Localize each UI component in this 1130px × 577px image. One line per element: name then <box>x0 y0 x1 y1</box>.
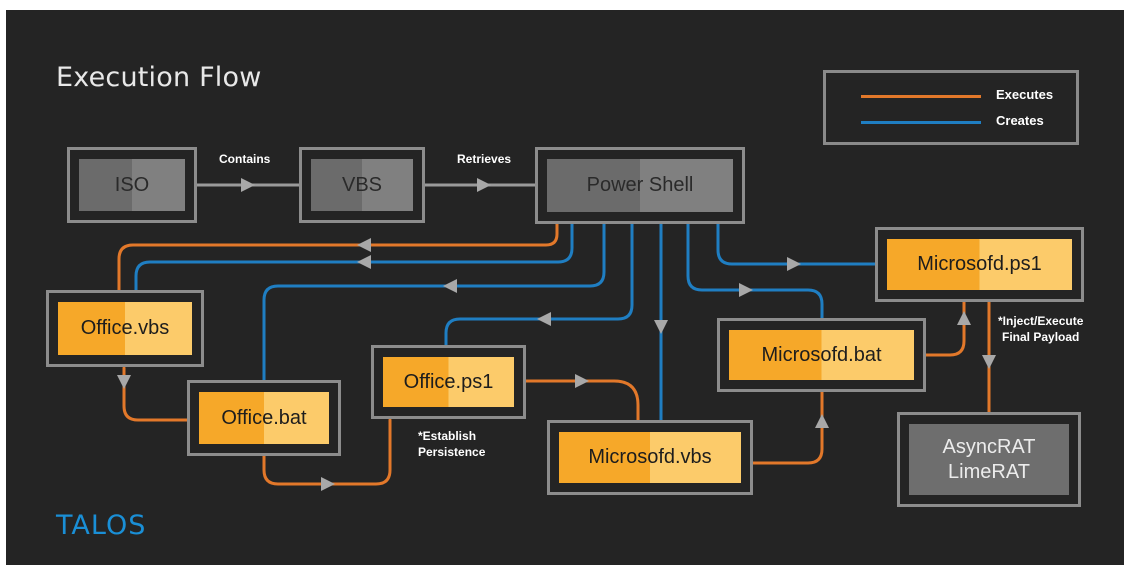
arrowhead <box>241 178 255 192</box>
node-office-vbs-label: Office.vbs <box>58 302 192 355</box>
arrowhead <box>357 255 371 269</box>
arrowhead <box>477 178 491 192</box>
legend-creates-label: Creates <box>996 113 1044 128</box>
node-office-ps1: Office.ps1 <box>371 345 526 419</box>
legend-executes-label: Executes <box>996 87 1054 102</box>
node-vbs: VBS <box>299 147 425 223</box>
edge-microsofdbat-to-microsofdps1 <box>924 300 966 357</box>
arrowhead <box>537 312 551 326</box>
legend-executes-line <box>861 95 981 98</box>
edge-ps-exec-officevbs <box>117 222 559 294</box>
arrowhead <box>117 375 131 389</box>
edge-ps-to-microsofdbat <box>686 222 824 323</box>
arrowhead <box>443 279 457 293</box>
edge-microsofdvbs-to-microsofdbat <box>751 389 824 465</box>
arrowhead <box>982 355 996 369</box>
arrowhead <box>787 257 801 271</box>
edge-officevbs-to-officebat <box>122 366 192 422</box>
node-powershell-label: Power Shell <box>547 159 733 212</box>
edge-label-inject-execute: *Inject/Execute Final Payload <box>998 314 1084 344</box>
node-office-vbs: Office.vbs <box>46 290 204 367</box>
edge-ps-to-officebat <box>262 222 606 383</box>
node-office-ps1-label: Office.ps1 <box>383 357 514 407</box>
node-payload: AsyncRAT LimeRAT <box>897 412 1081 507</box>
legend: Executes Creates <box>823 70 1079 145</box>
node-microsofd-bat-label: Microsofd.bat <box>729 330 914 380</box>
node-vbs-label: VBS <box>311 159 413 211</box>
node-office-bat-label: Office.bat <box>199 392 329 444</box>
diagram-title: Execution Flow <box>56 62 262 93</box>
arrowhead <box>357 238 371 252</box>
edge-officeps1-to-microsofdvbs <box>524 379 640 422</box>
arrowhead <box>654 320 668 334</box>
node-payload-label: AsyncRAT LimeRAT <box>909 424 1069 495</box>
edge-label-contains: Contains <box>219 152 271 166</box>
arrowhead <box>321 477 335 491</box>
node-microsofd-ps1-label: Microsofd.ps1 <box>887 239 1072 290</box>
node-powershell: Power Shell <box>535 147 745 224</box>
node-iso: ISO <box>67 147 197 223</box>
arrowhead <box>957 311 971 325</box>
edge-label-retrieves: Retrieves <box>457 152 512 166</box>
node-microsofd-bat: Microsofd.bat <box>717 318 926 392</box>
node-iso-label: ISO <box>79 159 185 211</box>
arrowhead <box>739 283 753 297</box>
node-microsofd-vbs-label: Microsofd.vbs <box>559 432 741 483</box>
edge-ps-to-microsofdps1 <box>716 222 877 266</box>
legend-creates-line <box>861 121 981 124</box>
node-microsofd-vbs: Microsofd.vbs <box>547 420 753 495</box>
node-office-bat: Office.bat <box>187 380 341 456</box>
edge-ps-to-officevbs <box>134 222 574 294</box>
talos-logo: TALOS <box>56 510 147 541</box>
node-microsofd-ps1: Microsofd.ps1 <box>875 227 1084 302</box>
arrowhead <box>575 374 589 388</box>
arrowhead <box>815 414 829 428</box>
edge-label-establish-persistence: *Establish Persistence <box>418 429 486 459</box>
